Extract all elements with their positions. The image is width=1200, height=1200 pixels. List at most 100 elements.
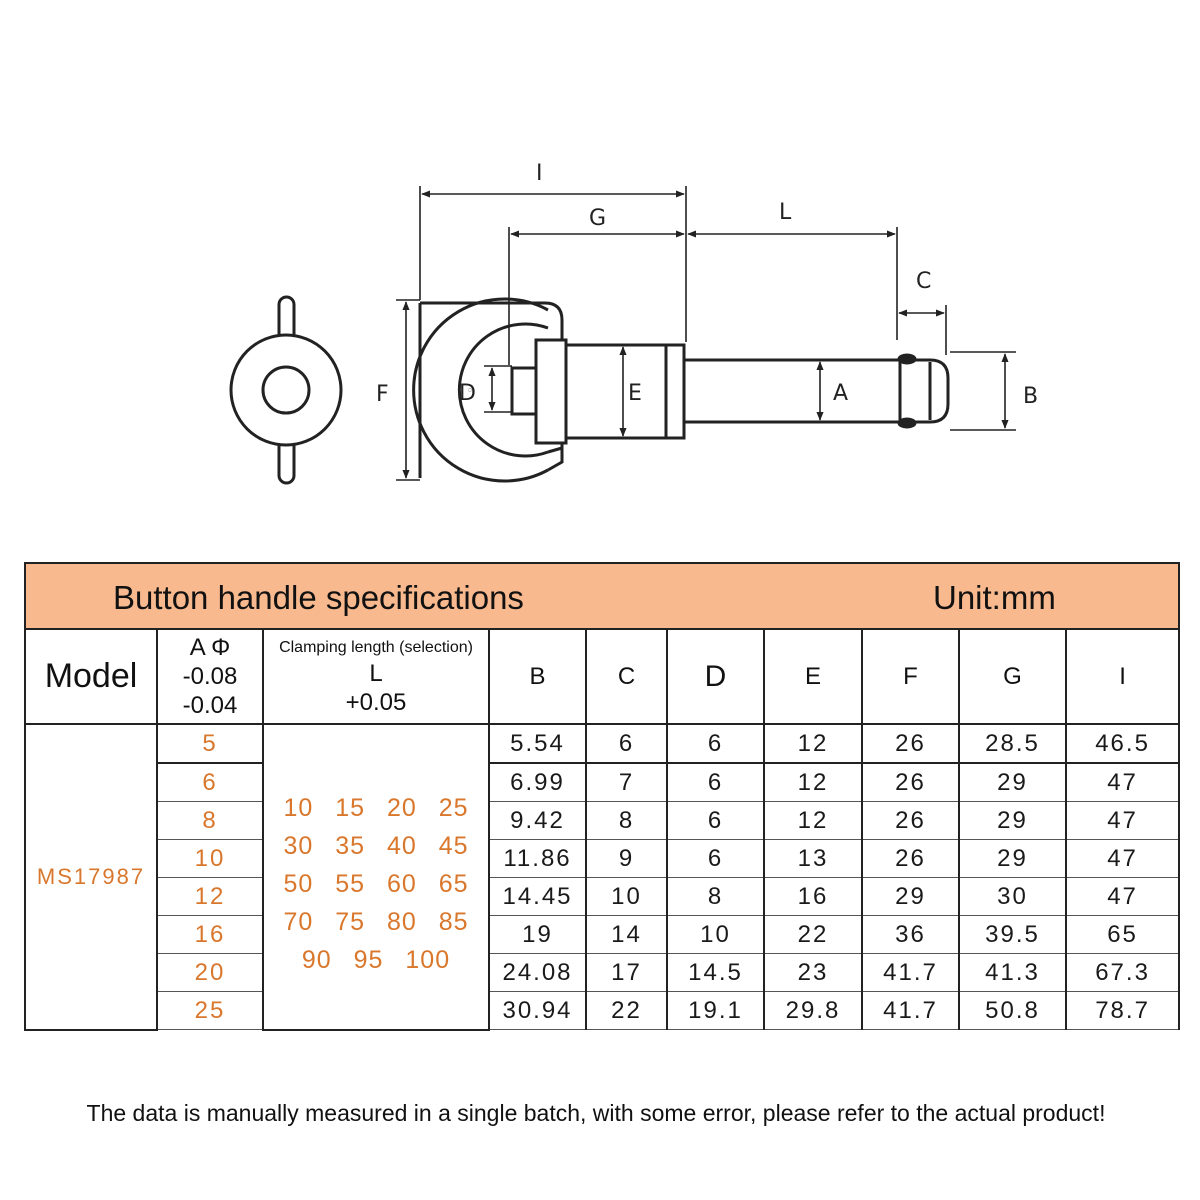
disclaimer-note: The data is manually measured in a singl…: [86, 1100, 1106, 1126]
cell-f: 26: [861, 723, 960, 764]
cell-a-diameter: 6: [156, 762, 264, 802]
cell-e: 12: [763, 762, 863, 802]
side-view: [412, 297, 950, 483]
cell-c: 14: [585, 915, 668, 954]
header-clamping-length: Clamping length (selection) L +0.05: [262, 628, 490, 725]
cell-c: 9: [585, 839, 668, 878]
cell-d: 6: [666, 762, 765, 802]
cell-i: 67.3: [1064, 953, 1181, 992]
cell-e: 12: [763, 723, 863, 764]
cell-f: 26: [861, 839, 960, 878]
cell-g: 29: [958, 762, 1067, 802]
cell-g: 41.3: [958, 953, 1067, 992]
cell-b: 5.54: [488, 723, 587, 764]
header-c: C: [585, 628, 668, 725]
cell-c: 22: [585, 991, 668, 1030]
end-view: [229, 295, 343, 485]
dim-label-l: L: [779, 200, 792, 225]
cell-g: 50.8: [958, 991, 1067, 1030]
cell-e: 12: [763, 801, 863, 840]
header-i: I: [1064, 628, 1181, 725]
cell-e: 13: [763, 839, 863, 878]
header-e: E: [763, 628, 863, 725]
cell-a-diameter: 12: [156, 877, 264, 916]
dim-label-i: I: [536, 161, 543, 186]
header-l-tolerance: +0.05: [345, 688, 407, 716]
cell-c: 8: [585, 801, 668, 840]
pin-technical-drawing: I G L C F D E A B: [229, 161, 1038, 485]
dim-label-e: E: [628, 381, 642, 406]
cell-b: 6.99: [488, 762, 587, 802]
header-g: G: [958, 628, 1067, 725]
dim-label-g: G: [589, 206, 606, 231]
cell-i: 78.7: [1064, 991, 1181, 1030]
cell-f: 26: [861, 801, 960, 840]
cell-d: 6: [666, 839, 765, 878]
dim-label-c: C: [916, 269, 931, 294]
cell-b: 19: [488, 915, 587, 954]
header-a-tol-upper: -0.08: [182, 663, 238, 690]
cell-d: 10: [666, 915, 765, 954]
cell-e: 29.8: [763, 991, 863, 1030]
cell-e: 23: [763, 953, 863, 992]
cell-a-diameter: 10: [156, 839, 264, 878]
header-clamping-caption: Clamping length (selection): [279, 638, 473, 656]
spec-table: Button handle specifications Unit:mm Mod…: [23, 562, 1181, 1031]
cell-d: 14.5: [666, 953, 765, 992]
cell-e: 22: [763, 915, 863, 954]
header-model: Model: [24, 628, 158, 725]
header-l-symbol: L: [369, 659, 383, 687]
clamping-length-line: 70 75 80 85: [283, 908, 469, 936]
cell-b: 11.86: [488, 839, 587, 878]
cell-f: 41.7: [861, 953, 960, 992]
header-a-symbol: A Φ: [189, 634, 231, 661]
dim-label-f: F: [376, 382, 389, 407]
table-title: Button handle specifications: [113, 579, 524, 616]
unit-label: Unit:mm: [933, 579, 1056, 616]
cell-a-diameter: 20: [156, 953, 264, 992]
cell-b: 9.42: [488, 801, 587, 840]
cell-d: 6: [666, 723, 765, 764]
cell-i: 65: [1064, 915, 1181, 954]
cell-c: 6: [585, 723, 668, 764]
cell-g: 30: [958, 877, 1067, 916]
dim-label-d: D: [459, 381, 476, 406]
table-title-cell: Button handle specifications Unit:mm: [23, 562, 1181, 630]
cell-c: 7: [585, 762, 668, 802]
cell-f: 41.7: [861, 991, 960, 1030]
cell-a-diameter: 16: [156, 915, 264, 954]
cell-c: 10: [585, 877, 668, 916]
cell-i: 47: [1064, 839, 1181, 878]
cell-i: 47: [1064, 801, 1181, 840]
cell-d: 19.1: [666, 991, 765, 1030]
cell-g: 28.5: [958, 723, 1067, 764]
header-a: A Φ -0.08 -0.04: [156, 628, 264, 725]
cell-b: 24.08: [488, 953, 587, 992]
header-d: D: [666, 628, 765, 725]
clamping-length-line: 90 95 100: [301, 946, 451, 974]
cell-d: 8: [666, 877, 765, 916]
cell-d: 6: [666, 801, 765, 840]
cell-g: 29: [958, 801, 1067, 840]
dimension-labels: I G L C F D E A B: [376, 161, 1038, 409]
cell-b: 30.94: [488, 991, 587, 1030]
cell-f: 26: [861, 762, 960, 802]
cell-a-diameter: 5: [156, 723, 264, 764]
cell-g: 29: [958, 839, 1067, 878]
cell-i: 46.5: [1064, 723, 1181, 764]
cell-a-diameter: 8: [156, 801, 264, 840]
cell-b: 14.45: [488, 877, 587, 916]
cell-a-diameter: 25: [156, 991, 264, 1030]
clamping-length-line: 10 15 20 25: [283, 794, 469, 822]
header-a-tol-lower: -0.04: [182, 692, 238, 719]
